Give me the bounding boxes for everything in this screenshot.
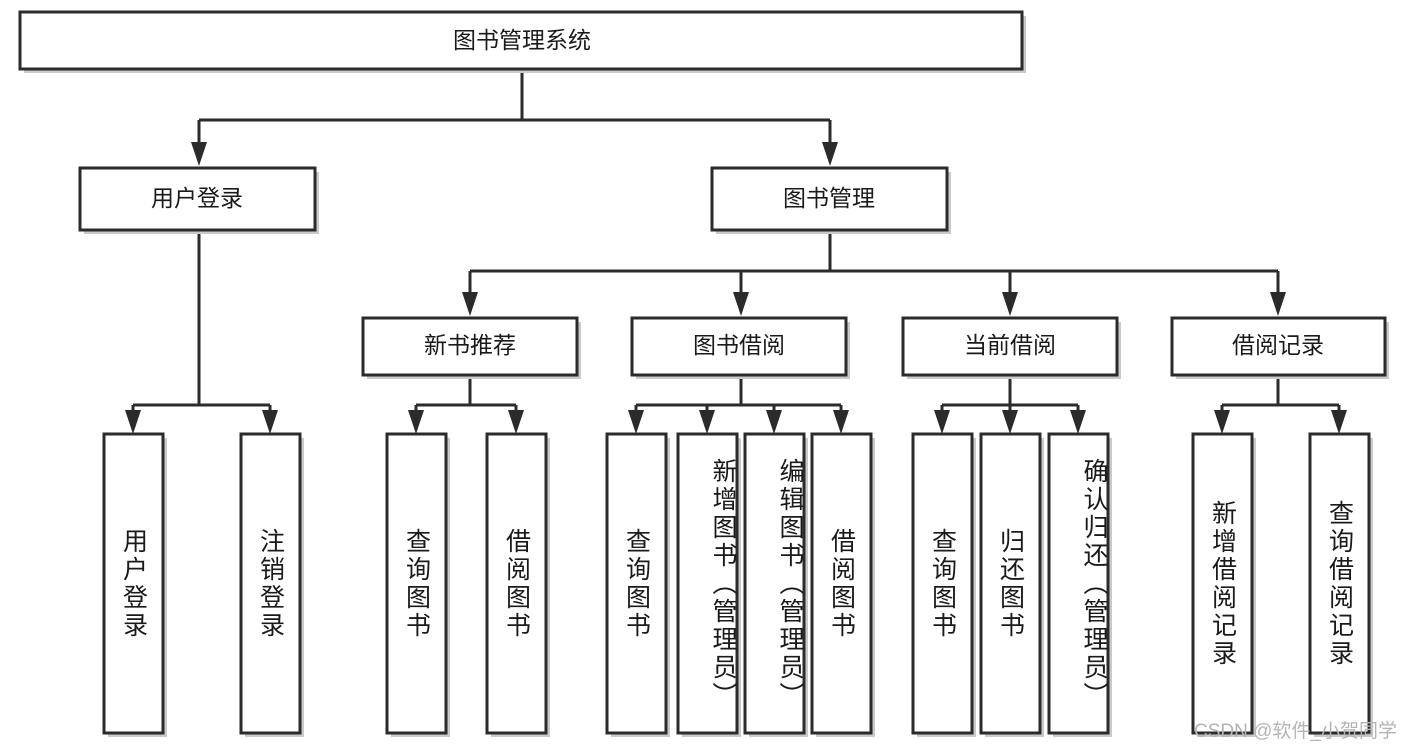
- arrowhead-leaf-query-book-2: [628, 410, 644, 434]
- connector-group-root-to-level2: [191, 71, 838, 166]
- node-current-borrow[interactable]: 当前借阅: [901, 316, 1121, 379]
- arrowhead-user-login: [191, 142, 207, 166]
- arrowhead-leaf-confirm-return-admin: [1070, 410, 1086, 434]
- leaf-borrow-book-2-box[interactable]: [810, 432, 873, 735]
- arrowhead-leaf-borrow-book-1: [508, 410, 524, 434]
- arrowhead-leaf-add-book-admin: [699, 410, 715, 434]
- arrowhead-book-borrow: [733, 292, 749, 316]
- leaf-edit-book-admin-box[interactable]: [743, 432, 806, 735]
- connector-group-book-manage-to-level3: [462, 234, 1286, 316]
- arrowhead-leaf-logout-login: [262, 410, 278, 434]
- node-user-login[interactable]: 用户登录: [78, 166, 319, 234]
- node-root[interactable]: 图书管理系统: [18, 10, 1026, 73]
- leaf-query-book-3-box[interactable]: [911, 432, 974, 735]
- leaf-return-book-box[interactable]: [979, 432, 1042, 735]
- leaf-confirm-return-admin-box[interactable]: [1047, 432, 1110, 735]
- leaf-query-book-1-box[interactable]: [385, 432, 448, 735]
- node-root-box[interactable]: [18, 10, 1024, 71]
- node-borrow-record-label: 借阅记录: [1232, 332, 1324, 358]
- arrowhead-leaf-query-book-3: [934, 410, 950, 434]
- node-root-label: 图书管理系统: [453, 27, 591, 53]
- leaf-add-borrow-record-box[interactable]: [1191, 432, 1254, 735]
- arrowhead-current-borrow: [1002, 292, 1018, 316]
- arrowhead-leaf-query-book-1: [408, 410, 424, 434]
- node-new-book-recommend-label: 新书推荐: [424, 332, 516, 358]
- node-user-login-label: 用户登录: [151, 185, 243, 211]
- node-new-book-recommend[interactable]: 新书推荐: [361, 316, 581, 379]
- connector-group-current-borrow-to-leaves: [934, 377, 1086, 434]
- leaf-logout-login-box[interactable]: [239, 432, 302, 735]
- arrowhead-new-book-recommend: [462, 292, 478, 316]
- leaf-add-book-admin-box[interactable]: [676, 432, 739, 735]
- node-borrow-record-box[interactable]: [1170, 316, 1387, 377]
- arrowhead-leaf-edit-book-admin: [766, 410, 782, 434]
- connector-group-book-borrow-to-leaves: [628, 377, 849, 434]
- node-new-book-recommend-box[interactable]: [361, 316, 579, 377]
- node-book-manage-box[interactable]: [710, 166, 949, 232]
- leaf-user-login-box[interactable]: [102, 432, 165, 735]
- connector-group-user-login-to-leaves: [125, 234, 278, 434]
- leaf-query-borrow-record-box[interactable]: [1308, 432, 1371, 735]
- leaf-borrow-book-1-box[interactable]: [485, 432, 548, 735]
- arrowhead-leaf-add-borrow-record: [1214, 410, 1230, 434]
- arrowhead-borrow-record: [1270, 292, 1286, 316]
- node-user-login-box[interactable]: [78, 166, 317, 232]
- node-book-manage[interactable]: 图书管理: [710, 166, 951, 234]
- connector-group-borrow-record-to-leaves: [1214, 377, 1347, 434]
- node-book-borrow[interactable]: 图书借阅: [630, 316, 850, 379]
- leaf-query-book-2-box[interactable]: [605, 432, 668, 735]
- arrowhead-leaf-borrow-book-2: [833, 410, 849, 434]
- node-book-manage-label: 图书管理: [783, 185, 875, 211]
- arrowhead-leaf-query-borrow-record: [1331, 410, 1347, 434]
- csdn-watermark: CSDN @软件_小贺同学: [1194, 721, 1397, 742]
- node-book-borrow-box[interactable]: [630, 316, 848, 377]
- connector-group-new-book-recommend-to-leaves: [408, 377, 524, 434]
- arrowhead-leaf-user-login: [125, 410, 141, 434]
- arrowhead-book-manage: [822, 142, 838, 166]
- node-book-borrow-label: 图书借阅: [693, 332, 785, 358]
- leaf-boxes-group: [102, 432, 1373, 737]
- node-current-borrow-box[interactable]: [901, 316, 1119, 377]
- node-borrow-record[interactable]: 借阅记录: [1170, 316, 1389, 379]
- arrowhead-leaf-return-book: [1002, 410, 1018, 434]
- node-current-borrow-label: 当前借阅: [964, 332, 1056, 358]
